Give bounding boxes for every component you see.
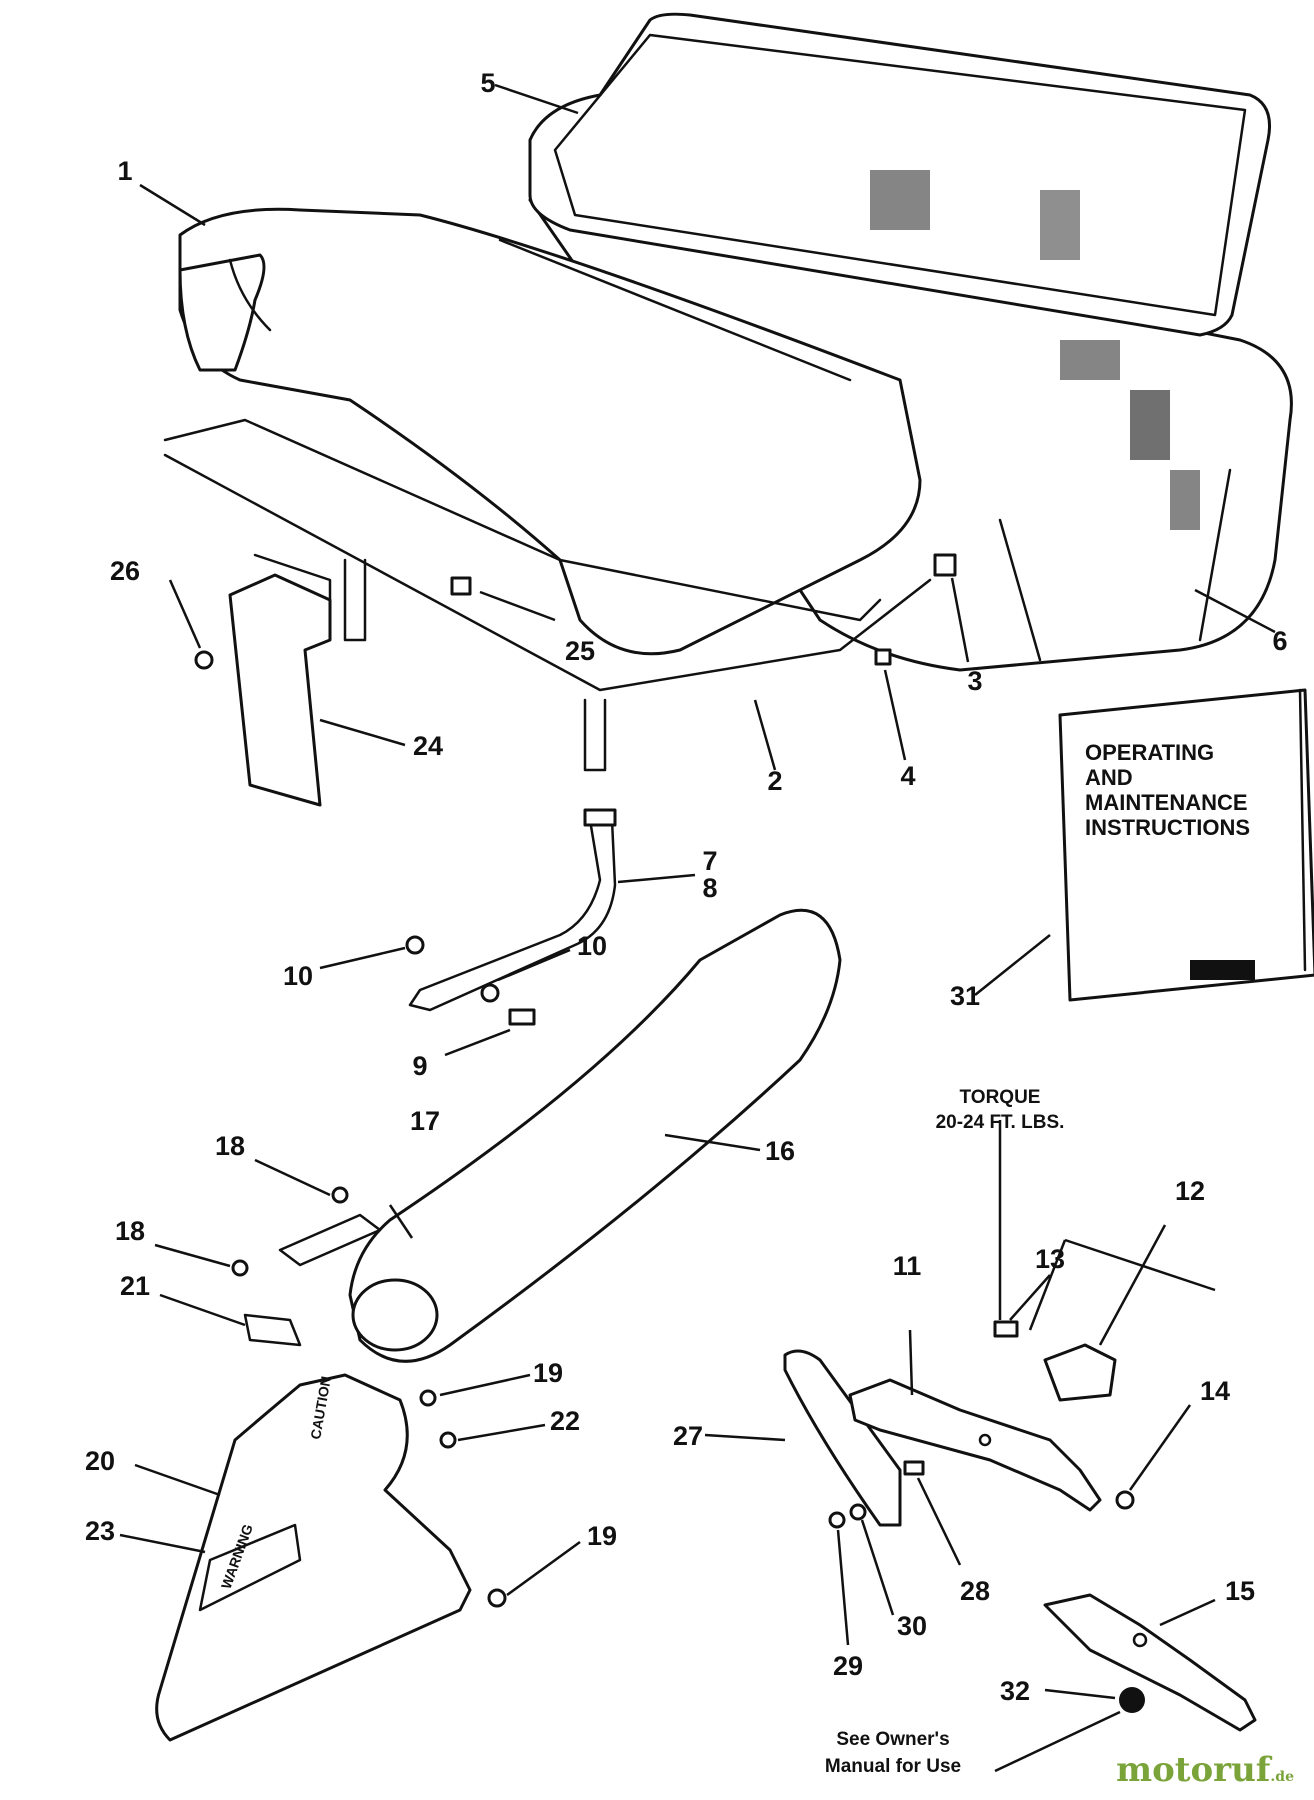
side-deflector: [228, 553, 332, 807]
callout-3: 3: [967, 666, 982, 696]
callout-26: 26: [110, 556, 140, 586]
screw-18b: [231, 1259, 249, 1277]
callout-4: 4: [900, 761, 915, 791]
callout-17: 17: [410, 1106, 440, 1136]
nut-29: [828, 1511, 846, 1529]
callout-19b: 19: [587, 1521, 617, 1551]
hardware: [194, 553, 1145, 1713]
callout-13: 13: [1035, 1244, 1065, 1274]
plug-3: [933, 553, 957, 577]
watermark-brand: motoruf: [1116, 1750, 1271, 1790]
housing: [178, 207, 922, 656]
site-watermark: motoruf.de: [1116, 1750, 1294, 1790]
callout-1: 1: [117, 156, 132, 186]
callout-27: 27: [673, 1421, 703, 1451]
callout-2: 2: [767, 766, 782, 796]
nut-32: [1119, 1687, 1145, 1713]
callout-11: 11: [893, 1251, 922, 1281]
callout-14: 14: [1200, 1376, 1230, 1406]
discharge-chute: [348, 908, 842, 1363]
callouts: 1 2 3 4 5 6 7 8 9 10 10 11 12 13 14 15 1…: [85, 68, 1288, 1706]
callout-21: 21: [120, 1271, 150, 1301]
screw-18a: [331, 1186, 349, 1204]
callout-19a: 19: [533, 1358, 563, 1388]
owner-note-line2: Manual for Use: [825, 1756, 961, 1777]
callout-20: 20: [85, 1446, 115, 1476]
callout-15: 15: [1225, 1576, 1255, 1606]
callout-6: 6: [1272, 626, 1287, 656]
bolt-28: [903, 1460, 925, 1476]
bracket-17: [278, 1213, 382, 1267]
bolt-9: [508, 1008, 536, 1026]
mounting-frame: [163, 418, 932, 772]
washer-30: [849, 1503, 867, 1521]
callout-30: 30: [897, 1611, 927, 1641]
chute-bracket: [408, 808, 617, 1012]
callout-32: 32: [1000, 1676, 1030, 1706]
manual-title-3: MAINTENANCE: [1085, 790, 1248, 815]
callout-16: 16: [765, 1136, 795, 1166]
callout-7: 7: [702, 846, 717, 876]
torque-note-line1: TORQUE: [960, 1087, 1041, 1108]
nut-10b: [480, 983, 500, 1003]
callout-25: 25: [565, 636, 595, 666]
leader-lines: [119, 83, 1276, 1773]
watermark-tld: .de: [1270, 1769, 1294, 1785]
callout-10a: 10: [283, 961, 313, 991]
callout-5: 5: [480, 68, 495, 98]
callout-22: 22: [550, 1406, 580, 1436]
callout-10b: 10: [577, 931, 607, 961]
manual-title-1: OPERATING: [1085, 740, 1214, 765]
callout-31: 31: [950, 981, 980, 1011]
mower-blade-15: [1043, 1593, 1257, 1732]
manual-title-2: AND: [1085, 765, 1133, 790]
callout-28: 28: [960, 1576, 990, 1606]
callout-29: 29: [833, 1651, 863, 1681]
callout-18a: 18: [215, 1131, 245, 1161]
callout-8: 8: [702, 873, 717, 903]
nut-10a: [405, 935, 425, 955]
blade-adapter-12: [1043, 1343, 1117, 1402]
callout-18b: 18: [115, 1216, 145, 1246]
callout-23: 23: [85, 1516, 115, 1546]
manual-title-4: INSTRUCTIONS: [1085, 815, 1250, 840]
callout-12: 12: [1175, 1176, 1205, 1206]
chute-extension: WARNING CAUTION: [155, 1373, 472, 1742]
bag-frame: [528, 12, 1271, 380]
blade-deflector: [783, 1349, 902, 1527]
nut-19b: [487, 1588, 507, 1608]
screw-4: [874, 648, 892, 666]
nut-22: [439, 1431, 457, 1449]
operating-manual: OPERATING AND MAINTENANCE INSTRUCTIONS: [1058, 688, 1314, 1002]
nut-14: [1115, 1490, 1135, 1510]
callout-24: 24: [413, 731, 443, 761]
mower-blade-11: [848, 1378, 1102, 1512]
bolt-25: [450, 576, 472, 596]
nut-26: [194, 650, 214, 670]
callout-9: 9: [412, 1051, 427, 1081]
nut-19a: [419, 1389, 437, 1407]
torque-note-line2: 20-24 FT. LBS.: [936, 1112, 1065, 1133]
bolt-13: [993, 1320, 1019, 1338]
bracket-21: [243, 1313, 302, 1347]
owner-note-line1: See Owner's: [836, 1729, 949, 1750]
notes: TORQUE 20-24 FT. LBS. See Owner's Manual…: [825, 1087, 1065, 1777]
